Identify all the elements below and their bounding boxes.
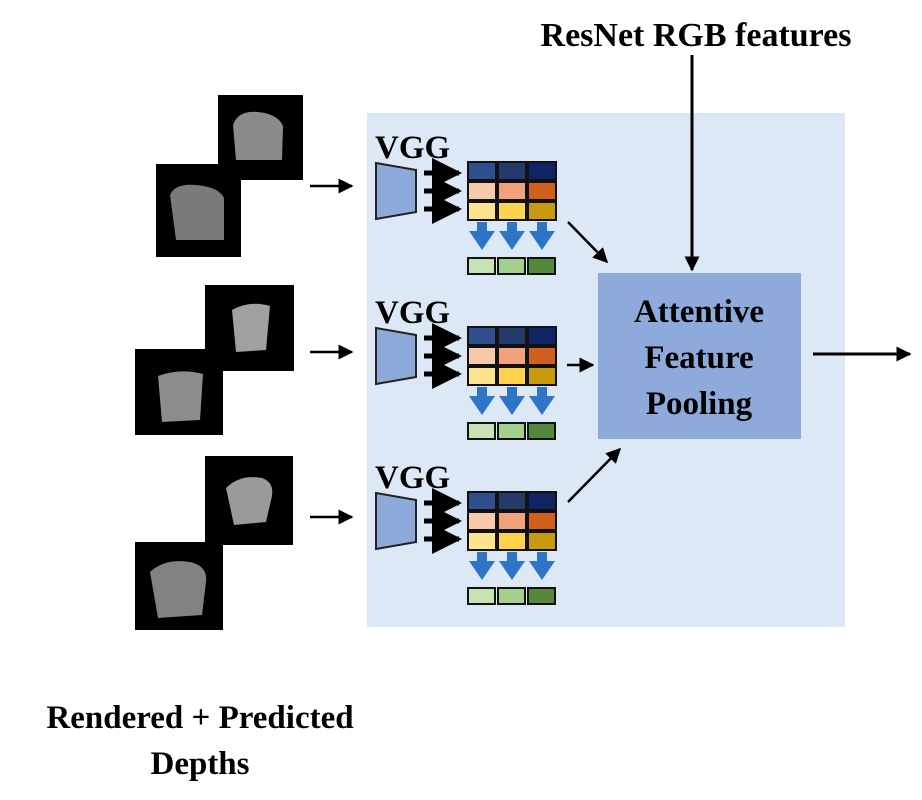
caption-line-2: Depths	[150, 746, 249, 782]
depth-stack-2	[135, 285, 294, 435]
vgg-branch-1: VGG	[375, 130, 557, 275]
feature-cell	[467, 491, 497, 511]
depth-image-chair	[158, 371, 203, 422]
branch-arrow-3	[567, 447, 622, 503]
caption-line-1: Rendered + Predicted	[46, 700, 353, 736]
arrow-down-icon	[529, 552, 555, 580]
pooling-label-line-1: Attentive	[634, 294, 764, 330]
depth-image-chair	[226, 477, 273, 525]
feature-cell	[497, 346, 527, 366]
feature-cell	[497, 181, 527, 201]
arrow-down-icon	[469, 552, 495, 580]
vgg-label: VGG	[375, 460, 450, 496]
feature-cell	[497, 201, 527, 221]
arrow-down-icon	[499, 552, 525, 580]
feature-cell	[527, 346, 557, 366]
depth-image-chair	[233, 111, 283, 160]
feature-cell	[527, 511, 557, 531]
feature-cell	[527, 491, 557, 511]
arrow-down-icon	[469, 222, 495, 250]
pooled-feature-cell	[527, 257, 556, 275]
feature-cell	[497, 491, 527, 511]
depth-image-chair	[170, 184, 224, 240]
feature-cell	[497, 531, 527, 551]
feature-cell	[467, 181, 497, 201]
arrow-down-icon	[529, 387, 555, 415]
depth-image-chair	[150, 561, 207, 618]
feature-cell	[527, 326, 557, 346]
feature-cell	[527, 366, 557, 386]
feature-cell	[527, 531, 557, 551]
feature-cell	[467, 201, 497, 221]
branch-arrow-1	[567, 221, 609, 264]
feature-cell	[527, 201, 557, 221]
feature-cell	[467, 326, 497, 346]
feature-cell	[467, 511, 497, 531]
feature-cell	[467, 346, 497, 366]
pooled-feature-cell	[467, 422, 496, 440]
pooled-feature-cell	[497, 422, 526, 440]
depth-image-chair	[232, 303, 270, 352]
resnet-features-label: ResNet RGB features	[541, 17, 852, 54]
feature-cell	[467, 161, 497, 181]
pooled-feature-cell	[467, 587, 496, 605]
vgg-label: VGG	[375, 295, 450, 331]
arrow-down-icon	[469, 387, 495, 415]
vgg-branch-2: VGG	[375, 295, 557, 440]
feature-cell	[497, 511, 527, 531]
pooled-feature-cell	[527, 587, 556, 605]
feature-cell	[467, 366, 497, 386]
vgg-branch-3: VGG	[375, 460, 557, 605]
pooled-feature-cell	[497, 257, 526, 275]
pooled-feature-cell	[527, 422, 556, 440]
arrow-down-icon	[499, 387, 525, 415]
arrow-down-icon	[499, 222, 525, 250]
feature-cell	[467, 531, 497, 551]
pooled-feature-cell	[497, 587, 526, 605]
trapezoid-encoder-icon	[375, 326, 417, 386]
feature-cell	[497, 326, 527, 346]
trapezoid-encoder-icon	[375, 161, 417, 221]
depth-stack-3	[135, 456, 293, 630]
trapezoid-encoder-icon	[375, 491, 417, 551]
depth-stack-1	[156, 95, 303, 257]
arrow-down-icon	[529, 222, 555, 250]
vgg-label: VGG	[375, 130, 450, 166]
pooling-label-line-2: Feature	[644, 340, 753, 376]
pooled-feature-cell	[467, 257, 496, 275]
feature-cell	[527, 181, 557, 201]
pooling-label-line-3: Pooling	[646, 386, 753, 422]
feature-cell	[527, 161, 557, 181]
feature-cell	[497, 366, 527, 386]
attentive-pooling-box	[598, 273, 801, 439]
feature-cell	[497, 161, 527, 181]
